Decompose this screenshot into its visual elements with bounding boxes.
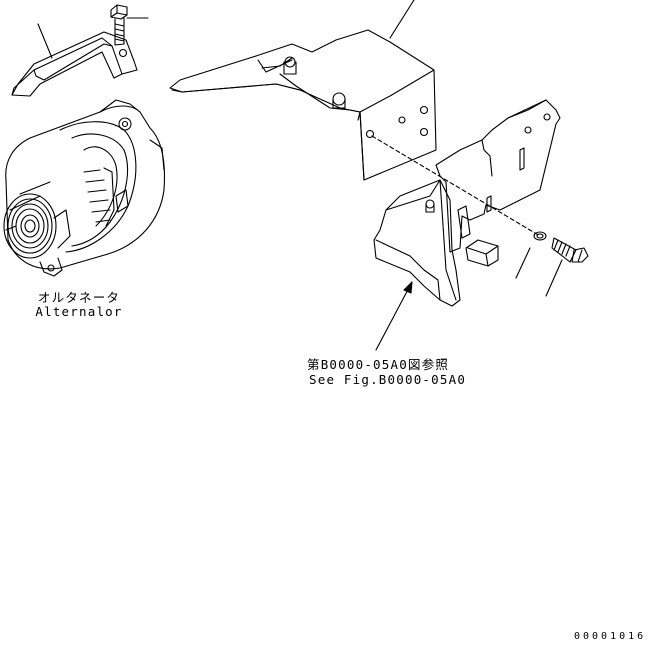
alternator-label-jp: オルタネータ [37, 290, 121, 305]
cover-bolt [110, 4, 149, 46]
bolt [545, 237, 589, 297]
alternator-label-en: Alternalor [35, 304, 123, 319]
reference-label-jp: 第B0000-05A0図参照 [307, 357, 450, 372]
reference-arrow [375, 281, 413, 351]
reference-label-en: See Fig.B0000-05A0 [309, 372, 467, 387]
right-bracket [435, 99, 561, 253]
center-line [371, 135, 541, 237]
lower-bracket [373, 179, 499, 307]
main-bracket [169, 0, 437, 181]
alternator [3, 99, 165, 277]
cover-plate [11, 23, 138, 97]
drawing-code: 00001016 [574, 631, 647, 642]
washer [515, 231, 547, 279]
